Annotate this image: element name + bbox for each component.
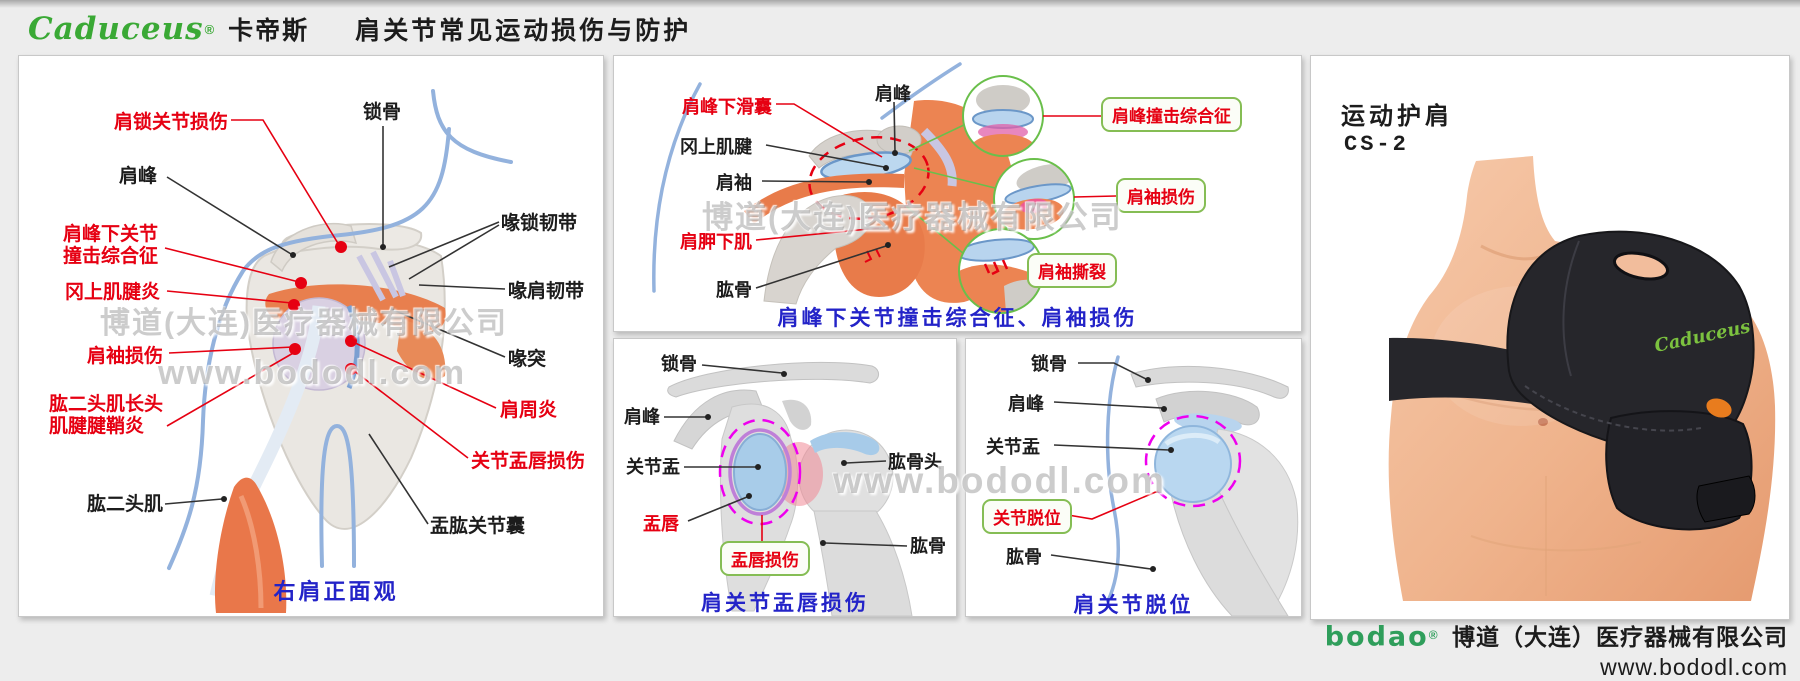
label-rotator-cuff: 肩袖 xyxy=(716,173,752,193)
brand-name-cn: 卡帝斯 xyxy=(228,17,310,45)
label-labrum: 盂唇 xyxy=(643,514,679,534)
black-pointer-dots xyxy=(1145,377,1174,572)
brace-top-opening xyxy=(1612,251,1670,281)
label-supraspinatus-tendon: 冈上肌腱 xyxy=(680,137,752,157)
label-glenoid: 关节盂 xyxy=(986,437,1040,457)
caption-dislocation: 肩关节脱位 xyxy=(1073,594,1194,617)
humeral-head-cartilage xyxy=(810,432,880,456)
footer-website: www.bododl.com xyxy=(1600,654,1788,681)
top-shade xyxy=(0,0,1800,8)
label-clavicle: 锁骨 xyxy=(363,102,402,123)
glenoid-labrum xyxy=(728,428,792,516)
red-pointer-lines xyxy=(164,119,497,459)
caption-front-view: 右肩正面观 xyxy=(273,579,399,604)
red-pointer-lines xyxy=(755,103,1117,270)
product-photo: Caduceus xyxy=(1388,156,1776,601)
brace-strap-clip xyxy=(1696,475,1756,523)
panel-impingement: 肩峰下滑囊 肩峰 冈上肌腱 肩袖 肩胛下肌 肱骨 肩峰撞击综合征 肩袖损伤 肩袖… xyxy=(613,55,1302,332)
label-frozen-shoulder: 肩周炎 xyxy=(500,400,558,421)
label-acromion: 肩峰 xyxy=(1008,394,1044,414)
label-glenoid: 关节盂 xyxy=(626,457,680,477)
inset-connector-lines xyxy=(905,123,996,255)
footer-company: 博道（大连）医疗器械有限公司 xyxy=(1452,624,1788,651)
label-acromion: 肩峰 xyxy=(875,84,911,104)
label-biceps-tenosynovitis-line1: 肱二头肌长头 xyxy=(49,394,164,415)
label-impingement-line2: 撞击综合征 xyxy=(63,246,159,267)
label-biceps-tenosynovitis-line2: 肌腱腱鞘炎 xyxy=(49,416,145,437)
label-impingement-syndrome: 肩峰下关节 撞击综合征 xyxy=(63,224,158,268)
callout-labrum-injury: 盂唇损伤 xyxy=(720,541,810,576)
footer-registered-mark-icon: ® xyxy=(1428,628,1438,642)
panel-front-view: 肩锁关节损伤 锁骨 肩峰 肩峰下关节 撞击综合征 冈上肌腱炎 肩袖损伤 肱二头肌… xyxy=(18,55,604,617)
label-clavicle: 锁骨 xyxy=(1031,354,1067,374)
label-humeral-head: 肱骨头 xyxy=(888,452,942,472)
brace-orange-accent xyxy=(1706,398,1732,418)
label-glenohumeral-capsule: 盂肱关节囊 xyxy=(430,516,526,537)
brace-shoulder-cap xyxy=(1506,230,1755,454)
product-name: 运动护肩 xyxy=(1341,103,1453,130)
dislocation-illustration xyxy=(1050,355,1299,616)
label-labrum-injury: 关节盂唇损伤 xyxy=(471,451,586,472)
label-subacromial-bursa: 肩峰下滑囊 xyxy=(682,97,772,117)
label-rotator-cuff-injury: 肩袖损伤 xyxy=(87,346,164,367)
header: Caduceus® 卡帝斯 肩关节常见运动损伤与防护 xyxy=(28,8,691,50)
black-pointer-dots xyxy=(705,371,847,546)
product-model: CS-2 xyxy=(1344,132,1409,157)
dislocation-zone-dashed-ellipse xyxy=(1144,414,1242,508)
label-ac-joint-injury: 肩锁关节损伤 xyxy=(114,112,229,133)
label-acromion: 肩峰 xyxy=(119,166,158,187)
shoulder-brace: Caduceus xyxy=(1389,230,1756,531)
body-contour-lines xyxy=(167,89,513,570)
footer-logo: bodao xyxy=(1324,621,1429,653)
label-subscapularis: 肩胛下肌 xyxy=(680,232,752,252)
body-contour-lines xyxy=(652,62,962,293)
label-impingement-line1: 肩峰下关节 xyxy=(63,224,159,245)
black-pointer-lines xyxy=(755,101,896,289)
label-humerus: 肱骨 xyxy=(910,536,946,556)
callout-cuff-injury: 肩袖损伤 xyxy=(1116,178,1206,213)
brand-logo: Caduceus xyxy=(28,11,204,47)
inset-cuff-injury xyxy=(993,158,1075,240)
caption-labrum: 肩关节盂唇损伤 xyxy=(701,592,869,615)
injury-dots xyxy=(288,241,357,375)
callout-dislocation: 关节脱位 xyxy=(982,499,1072,534)
registered-mark-icon: ® xyxy=(204,21,215,37)
black-pointer-lines xyxy=(664,364,908,547)
label-biceps: 肱二头肌 xyxy=(87,494,164,515)
panel-labrum: 锁骨 肩峰 关节盂 盂唇 盂唇损伤 肱骨头 肱骨 肩关节盂唇损伤 xyxy=(613,338,957,617)
dislocated-humeral-head xyxy=(1154,425,1232,503)
callout-cuff-tear: 肩袖撕裂 xyxy=(1027,253,1117,288)
panel-dislocation: 锁骨 肩峰 关节盂 关节脱位 肱骨 肩关节脱位 xyxy=(965,338,1302,617)
labrum-zone-dashed-ellipse xyxy=(718,418,802,526)
page-title: 肩关节常见运动损伤与防护 xyxy=(355,17,692,45)
caption-impingement: 肩峰下关节撞击综合征、肩袖损伤 xyxy=(777,307,1138,330)
black-pointer-dots xyxy=(221,244,386,502)
label-humerus: 肱骨 xyxy=(1006,547,1042,567)
label-coracoclavicular-ligament: 喙锁韧带 xyxy=(501,213,578,234)
callout-impingement-syndrome: 肩峰撞击综合征 xyxy=(1101,97,1242,132)
panel-product: 运动护肩 CS-2 xyxy=(1310,55,1790,620)
black-pointer-lines xyxy=(1050,362,1170,570)
label-biceps-tenosynovitis: 肱二头肌长头 肌腱腱鞘炎 xyxy=(49,394,163,438)
impingement-zone-dashed-ellipse xyxy=(808,136,930,220)
body-contour-line xyxy=(1105,355,1120,603)
front-view-anatomy-illustration xyxy=(164,89,513,613)
brace-stitching xyxy=(1524,385,1702,432)
footer-brand-line: bodao® 博道（大连）医疗器械有限公司 xyxy=(1260,622,1788,654)
black-pointer-dots xyxy=(866,150,898,248)
label-coracoid-process: 喙突 xyxy=(508,349,547,370)
label-supraspinatus-tendinitis: 冈上肌腱炎 xyxy=(65,282,161,303)
label-humerus: 肱骨 xyxy=(716,280,752,300)
label-coracoacromial-ligament: 喙肩韧带 xyxy=(508,281,585,302)
black-pointer-lines xyxy=(164,126,506,525)
muscles xyxy=(209,250,446,613)
impingement-illustration xyxy=(652,62,1117,314)
footer: bodao® 博道（大连）医疗器械有限公司 www.bododl.com xyxy=(1260,622,1788,680)
label-acromion: 肩峰 xyxy=(624,407,660,427)
label-clavicle: 锁骨 xyxy=(661,354,697,374)
red-pointer-line xyxy=(1067,490,1159,520)
brace-seam xyxy=(1562,240,1580,377)
